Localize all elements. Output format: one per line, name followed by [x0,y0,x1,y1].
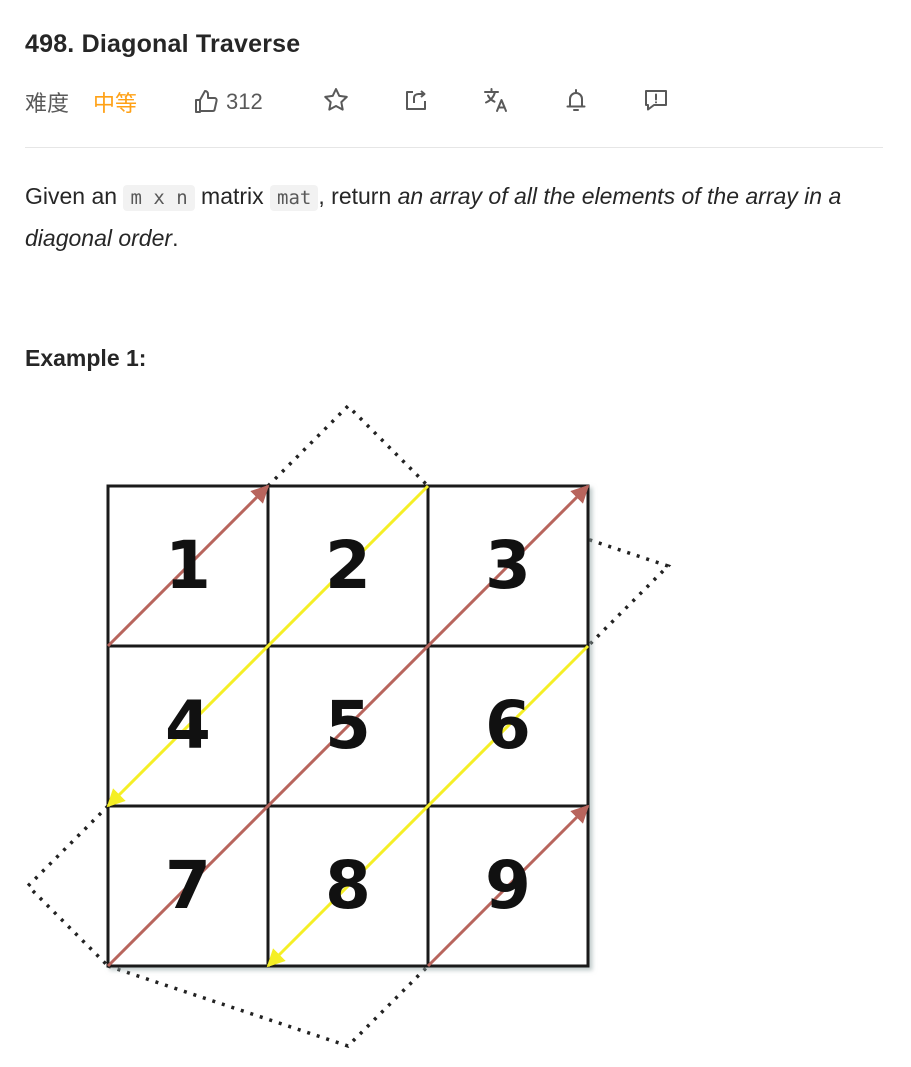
matrix-value: 3 [485,527,531,604]
traverse-arrow-up [426,804,590,968]
translate-icon[interactable] [482,86,510,114]
desc-text-1: Given an [25,183,124,209]
matrix-value: 4 [165,687,211,764]
traverse-arrow-down [266,644,590,968]
problem-description: Given an m x n matrix mat, return an arr… [25,176,855,258]
problem-title: 498. Diagonal Traverse [25,30,301,58]
bell-icon[interactable] [562,86,590,114]
desc-text-3: , return [318,183,398,209]
star-icon[interactable] [322,86,350,114]
dotted-corner-outline [107,964,430,1049]
matrix-value: 2 [325,527,371,604]
inline-code-mat: mat [270,185,319,211]
dotted-corner-outline [25,804,110,968]
dotted-corner-outline [427,484,672,648]
like-count: 312 [226,89,263,114]
divider [25,147,883,148]
like-button[interactable]: 312 [192,86,263,118]
example-title: Example 1: [25,345,147,371]
dotted-corner-outline [266,403,430,488]
inline-code-dims: m x n [123,185,195,211]
matrix-value: 9 [485,847,531,924]
desc-text-2: matrix [194,183,271,209]
matrix-value: 8 [325,847,371,924]
matrix-cell [426,804,590,968]
matrix-value: 7 [165,847,211,924]
difficulty-value: 中等 [93,92,138,117]
traverse-arrow-up [106,484,270,648]
matrix-value: 1 [165,527,211,604]
difficulty-label: 难度 [25,92,70,117]
desc-text-4: . [172,225,179,251]
matrix-value: 6 [485,687,531,764]
diagonal-traverse-diagram: 1 2 3 4 5 6 7 8 9 [25,403,672,1049]
problem-meta-bar: 难度 中等 312 [25,86,885,118]
traverse-arrow-down [106,484,430,808]
matrix-value: 5 [325,687,371,764]
desc-emphasis: an array of all the elements of the arra… [25,183,842,251]
example-figure: 1 2 3 4 5 6 7 8 9 [20,400,680,1050]
thumbs-up-icon [192,88,220,116]
traverse-arrow-up [106,484,590,968]
feedback-icon[interactable] [642,86,670,114]
share-icon[interactable] [402,86,430,114]
